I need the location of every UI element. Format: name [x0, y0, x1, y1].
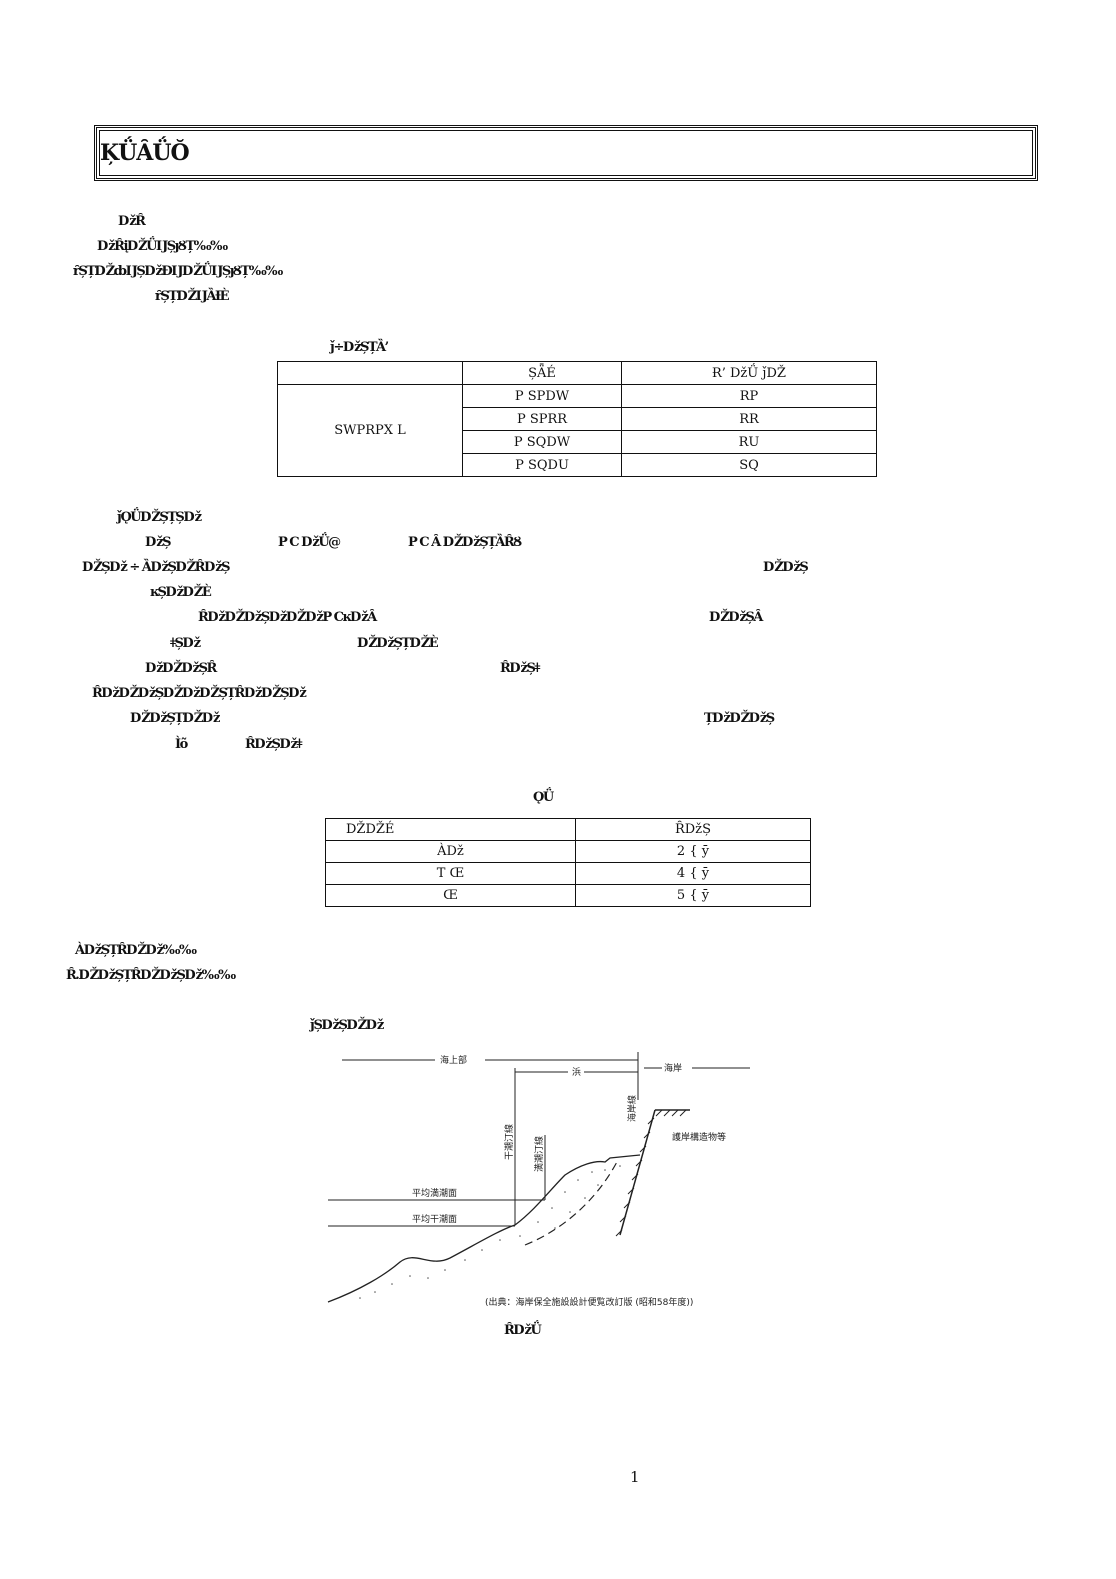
table-cell: P SPRR — [462, 407, 622, 431]
section2-line-6a: ǅǄǅȘȒ — [145, 661, 217, 676]
table1-header-cell: Ɍ’ ǅǗ ǰǄ — [621, 361, 877, 385]
table2-caption: ǪǗ — [533, 790, 554, 805]
section2-line-1b: P C ǅǗ@ — [278, 535, 341, 550]
section2-line-2b: ǄǅȘ — [763, 560, 809, 575]
table-cell: T Œ — [325, 862, 576, 885]
intro-line-2: ȓȘȚǄȸĲȘǅƉĲǄǗĲȘȷȢȚ‰‰ — [73, 264, 283, 279]
section2-line-4a: ȒǅǄǅȘǅǄǅP CĸǅȂ — [198, 610, 377, 625]
table-row: T Œ 4 { ȳ — [325, 862, 811, 885]
intro-line-1: ǅȒįǄǗĲȘȷȢȚ‰‰ — [97, 239, 228, 254]
table1-header-row: ȘǞÉ Ɍ’ ǅǗ ǰǄ — [277, 361, 877, 385]
label-mean-high-tide: 平均満潮面 — [412, 1187, 457, 1199]
label-coast: 海岸 — [664, 1062, 682, 1074]
page-title: ĶǗȂǗŎ — [100, 140, 190, 166]
section2-line-1c: P C Ȃ ǄǅȘȚȀȒȢ — [408, 535, 522, 550]
table-cell: 4 { ȳ — [575, 862, 811, 885]
section2-line-8a: ǄǅȘȚǄǅ — [130, 711, 220, 726]
figure-source: (出典：海岸保全施設設計便覧改訂版 (昭和58年度)) — [485, 1296, 693, 1308]
table1-caption: ǰ÷ǅȘȚȀ’ — [330, 340, 389, 355]
section2-line-7: ȒǅǄǅȘǄǅǄȘȚȒǅǄȘǅ — [92, 686, 307, 701]
section2-line-9b: ȒǅȘǅǂ — [245, 737, 302, 752]
section2-line-5b: ǄǅȘȚǄÈ — [357, 636, 439, 651]
section2-line-3: ĸȘǅǄÈ — [150, 585, 212, 600]
table2-header-row: ǄǄÉ ȒǅȘ — [325, 818, 811, 841]
label-low-tide-line: 干潮汀線 — [503, 1124, 515, 1160]
table1: ȘǞÉ Ɍ’ ǅǗ ǰǄ SWPRPX L P SPDW RP P SPRR R… — [277, 361, 877, 477]
figure-caption-bottom: ȒǅǗ — [504, 1323, 542, 1338]
table2: ǄǄÉ ȒǅȘ Àǅ 2 { ȳ T Œ 4 { ȳ Œ 5 { ȳ — [325, 818, 811, 907]
section2-line-6b: ȒǅȘǂ — [500, 661, 540, 676]
label-beach: 浜 — [572, 1067, 581, 1078]
table-cell: P SPDW — [462, 384, 622, 408]
table-cell: RR — [621, 407, 877, 431]
section2-line-5a: ǂȘǅ — [170, 636, 201, 651]
section2-line-8b: ȚǅǄǅȘ — [704, 711, 775, 726]
table-cell: 5 { ȳ — [575, 884, 811, 907]
table-row: Œ 5 { ȳ — [325, 884, 811, 907]
table-row: P SQDU SQ — [278, 453, 877, 477]
table-cell: 2 { ȳ — [575, 840, 811, 863]
table-cell: RP — [621, 384, 877, 408]
section2-line-2a: ǄȘǅ ÷ ȀǅȘǄȒǅȘ — [82, 560, 231, 575]
table2-header-cell: ȒǅȘ — [575, 818, 811, 841]
figure-caption-top: ǰȘǅȘǄǅ — [310, 1018, 384, 1033]
label-mean-low-tide: 平均干潮面 — [412, 1213, 457, 1225]
table-cell: P SQDU — [462, 453, 622, 477]
intro-line-3: ȓȘȚǄĲȀƗÈ — [155, 289, 230, 304]
table1-header-cell: ȘǞÉ — [462, 361, 622, 385]
table-row: P SPRR RR — [278, 407, 877, 431]
section3-line-1: ÀǅȘȚȒǄǅ‰‰ — [75, 943, 197, 958]
table-row: Àǅ 2 { ȳ — [325, 840, 811, 863]
section2-line-4b: ǄǅȘȂ — [709, 610, 763, 625]
title-box — [94, 125, 1038, 181]
coastal-profile-diagram: 海上部 浜 海岸 干潮汀線 満潮汀線 海岸線 平均満潮面 平均干潮面 護 — [327, 1052, 750, 1308]
table-cell: Àǅ — [325, 840, 576, 863]
table1-merged-label: SWPRPX L — [277, 384, 463, 477]
page-number: 1 — [630, 1468, 640, 1486]
table2-header-cell: ǄǄÉ — [325, 818, 576, 841]
table-cell: Œ — [325, 884, 576, 907]
label-structure: 護岸構造物等 — [672, 1131, 726, 1143]
table-cell: RU — [621, 430, 877, 454]
section3-line-2: Ȓ.ǄǅȘȚȒǄǅȘǅ‰‰ — [66, 968, 236, 983]
table-cell: P SQDW — [462, 430, 622, 454]
section2-line-9a: Ìõ — [175, 737, 188, 752]
table1-header-cell — [277, 361, 463, 385]
label-high-tide-line: 満潮汀線 — [533, 1136, 545, 1172]
section2-heading: ǰǪǗǄȘȚȘǅ — [117, 510, 202, 525]
table-row: P SQDW RU — [278, 430, 877, 454]
section2-line-1a: ǅȘ — [145, 535, 172, 550]
table-cell: SQ — [621, 453, 877, 477]
intro-heading: ǅȒ — [118, 214, 146, 229]
table-row: SWPRPX L P SPDW RP — [277, 384, 877, 477]
label-coastline: 海岸線 — [626, 1095, 638, 1122]
label-sea-top: 海上部 — [440, 1054, 467, 1066]
